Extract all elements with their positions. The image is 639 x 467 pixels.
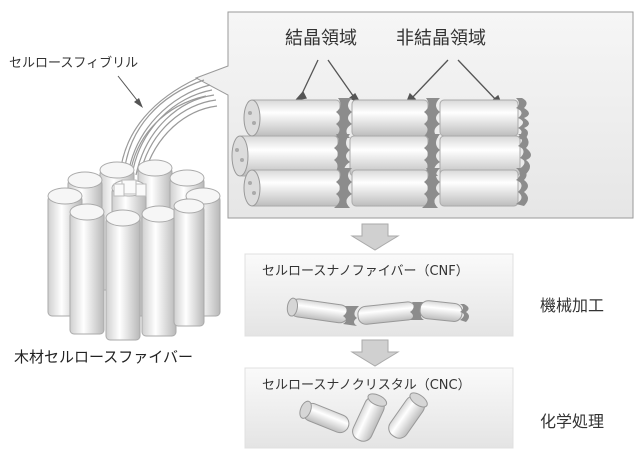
- wood-cylinders-front: [69, 198, 205, 341]
- cnc-panel: [244, 367, 514, 449]
- fibril-strands: [119, 77, 218, 176]
- chemical-treatment-label: 化学処理: [540, 412, 605, 431]
- cnf-label: セルロースナノファイバー（CNF）: [262, 264, 469, 279]
- fibril-label: セルロースフィブリル: [9, 56, 139, 71]
- cnc-label: セルロースナノクリスタル（CNC）: [262, 378, 471, 393]
- cnf-fibers: [286, 297, 469, 326]
- mechanical-processing-label: 機械加工: [540, 296, 605, 315]
- fibril-bundle: [231, 98, 531, 208]
- fibril-row-front: [243, 168, 528, 208]
- cnc-crystals: [299, 392, 428, 442]
- noncrystalline-region-label: 非結晶領域: [396, 28, 486, 49]
- wood-fiber-label: 木材セルロースファイバー: [14, 348, 193, 366]
- down-arrow-1: [350, 223, 400, 251]
- wood-fiber-bundle: [47, 75, 221, 341]
- crystalline-region-label: 結晶領域: [285, 28, 357, 49]
- fibril-row-middle: [231, 134, 531, 177]
- fibril-pointer: [117, 75, 141, 105]
- cnf-panel: [244, 253, 514, 337]
- down-arrow-2: [350, 339, 400, 367]
- fibril-row-back: [249, 98, 529, 140]
